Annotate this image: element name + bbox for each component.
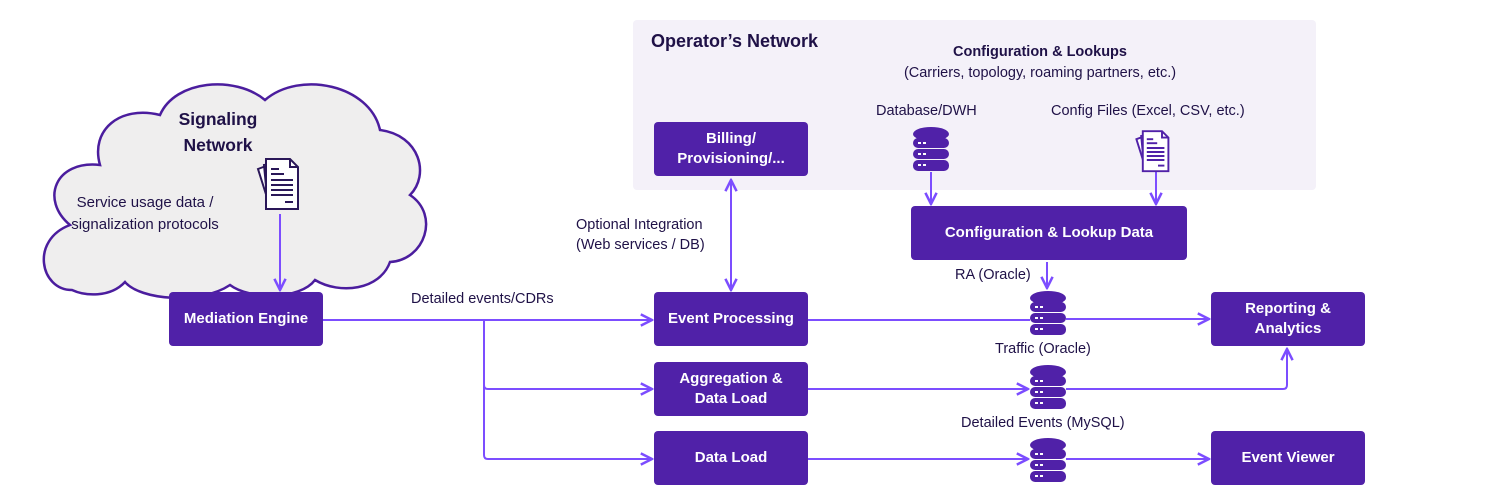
database-dwh-label: Database/DWH (876, 103, 977, 119)
event-viewer-node[interactable]: Event Viewer (1211, 431, 1365, 485)
detailed-events-cdrs-label: Detailed events/CDRs (411, 291, 554, 307)
mediation-engine-node[interactable]: Mediation Engine (169, 292, 323, 346)
data-load-node[interactable]: Data Load (654, 431, 808, 485)
config-files-label: Config Files (Excel, CSV, etc.) (1051, 103, 1245, 119)
database-dwh-icon (913, 127, 949, 171)
cloud-title-line2: Network (183, 135, 253, 155)
traffic-oracle-db-icon (1030, 365, 1066, 409)
detailed-events-mysql-label: Detailed Events (MySQL) (961, 415, 1125, 431)
wire-traffic-db-to-reporting (1066, 349, 1287, 390)
documents-icon (256, 158, 299, 210)
cloud-desc-line1: Service usage data / (76, 194, 214, 211)
traffic-oracle-label: Traffic (Oracle) (995, 341, 1091, 357)
cloud-desc-line2: signalization protocols (71, 216, 219, 233)
cloud-title: Signaling Network (148, 106, 288, 158)
optional-integration-label: Optional Integration (Web services / DB) (576, 215, 705, 255)
detailed-events-mysql-db-icon (1030, 438, 1066, 482)
cloud-title-line1: Signaling (178, 109, 258, 129)
reporting-analytics-node[interactable]: Reporting & Analytics (1211, 292, 1365, 346)
optional-line2: (Web services / DB) (576, 237, 705, 253)
billing-line1: Billing/ (706, 130, 756, 147)
reporting-line2: Analytics (1254, 320, 1322, 337)
ra-oracle-db-icon (1030, 291, 1066, 335)
config-lookups-title: Configuration & Lookups (953, 44, 1127, 60)
billing-line2: Provisioning/... (677, 150, 785, 167)
config-files-icon (1135, 130, 1170, 173)
aggregation-data-load-node[interactable]: Aggregation & Data Load (654, 362, 808, 416)
operator-network-title: Operator’s Network (651, 31, 819, 51)
config-lookups-subtitle: (Carriers, topology, roaming partners, e… (903, 65, 1177, 81)
billing-provisioning-node[interactable]: Billing/ Provisioning/... (654, 122, 808, 176)
event-processing-node[interactable]: Event Processing (654, 292, 808, 346)
aggregation-line2: Data Load (694, 390, 768, 407)
cloud-description: Service usage data / signalization proto… (60, 192, 230, 236)
configuration-lookup-data-node[interactable]: Configuration & Lookup Data (911, 206, 1187, 260)
wire-branch-to-data-load (483, 385, 652, 459)
aggregation-line1: Aggregation & (679, 370, 783, 387)
wire-branch-to-aggregation (483, 320, 652, 389)
ra-oracle-label: RA (Oracle) (955, 267, 1031, 283)
reporting-line1: Reporting & (1245, 300, 1331, 317)
optional-line1: Optional Integration (576, 217, 703, 233)
